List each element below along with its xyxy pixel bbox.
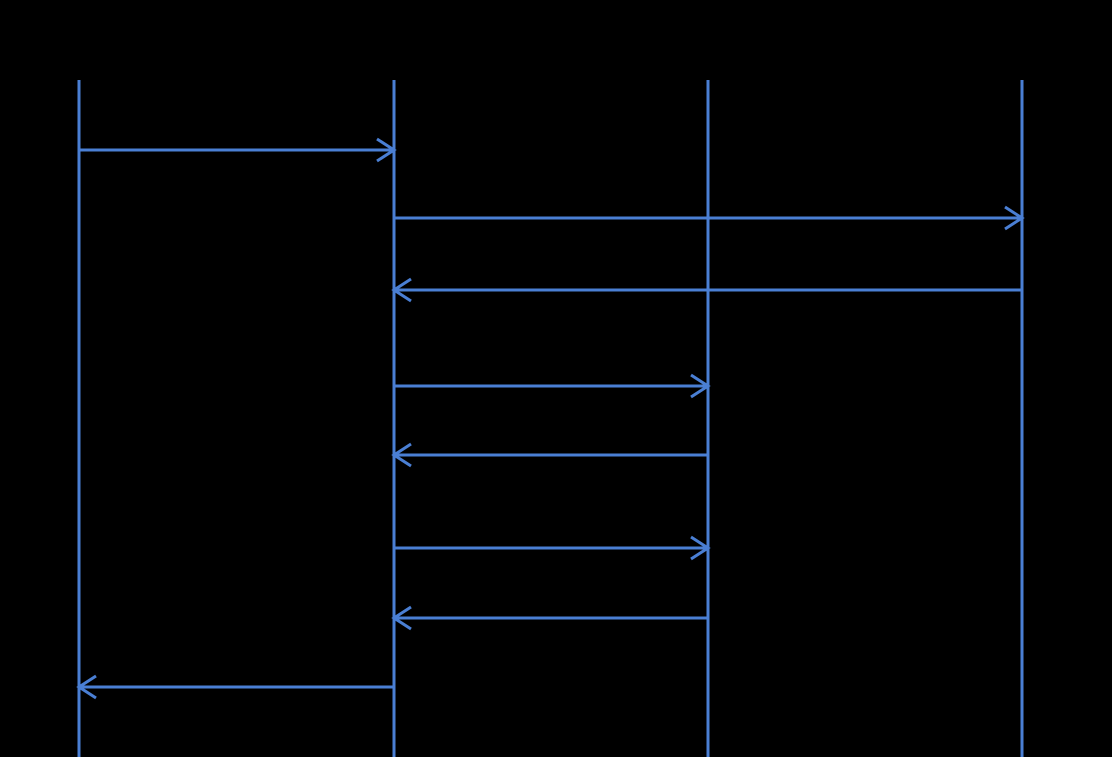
message-6 bbox=[394, 535, 711, 561]
message-5 bbox=[391, 442, 708, 468]
message-arrowhead-2 bbox=[1004, 205, 1025, 231]
messages-group bbox=[76, 137, 1025, 700]
message-arrowhead-7 bbox=[391, 605, 412, 631]
message-arrowhead-1 bbox=[376, 137, 397, 163]
message-4 bbox=[394, 373, 711, 399]
message-arrowhead-5 bbox=[391, 442, 412, 468]
message-arrowhead-4 bbox=[690, 373, 711, 399]
lifelines-group bbox=[77, 80, 1024, 757]
message-7 bbox=[391, 605, 708, 631]
message-3 bbox=[391, 277, 1022, 303]
message-arrowhead-6 bbox=[690, 535, 711, 561]
message-2 bbox=[394, 205, 1025, 231]
message-arrowhead-8 bbox=[76, 674, 97, 700]
message-1 bbox=[79, 137, 397, 163]
message-arrowhead-3 bbox=[391, 277, 412, 303]
message-8 bbox=[76, 674, 394, 700]
